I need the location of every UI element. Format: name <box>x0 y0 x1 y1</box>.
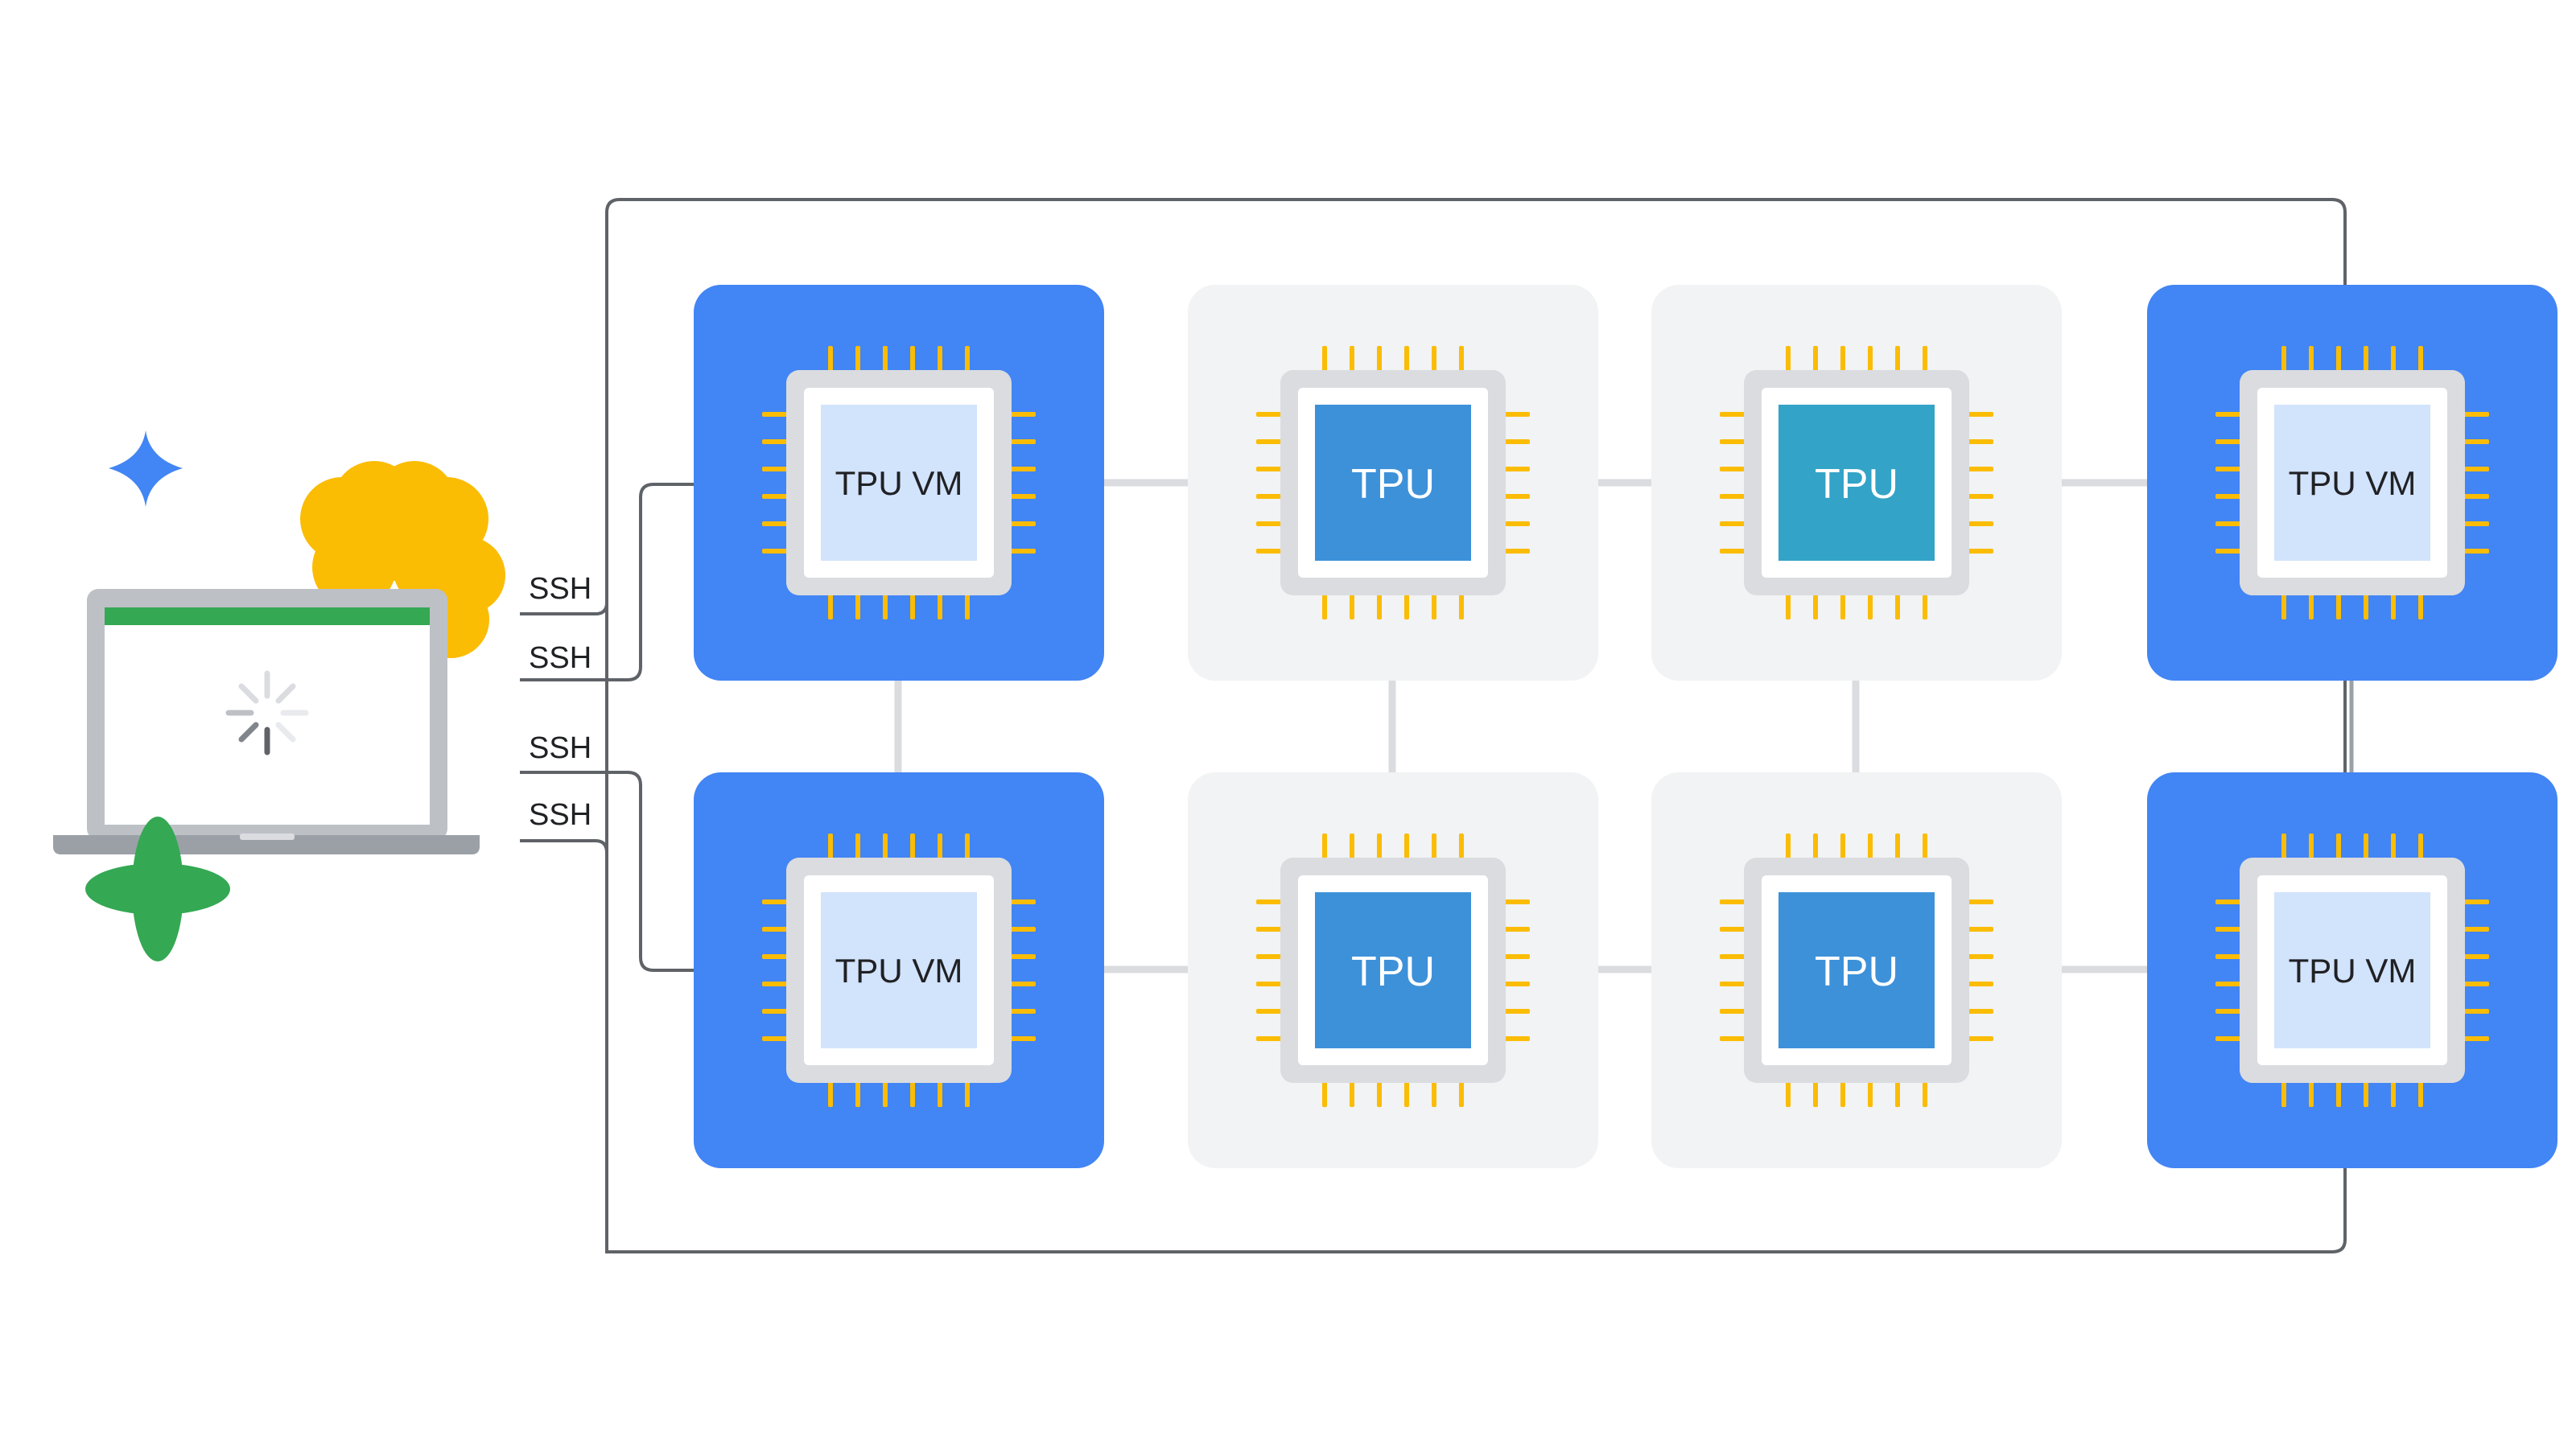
tpu-label: TPU <box>1815 949 1898 995</box>
chip-core <box>821 405 977 561</box>
chip-icon: TPU <box>1256 346 1530 619</box>
ssh-label-3: SSH <box>529 731 591 765</box>
tpu-host-2: TPU <box>1188 285 1598 681</box>
chip-core <box>1315 405 1471 561</box>
tpu-vm-label: TPU VM <box>835 952 963 990</box>
tpu-label: TPU <box>1351 949 1435 995</box>
clover-icon <box>85 817 230 961</box>
ssh-line-4 <box>520 839 608 893</box>
tpu-host-6: TPU <box>1188 772 1598 1168</box>
tpu-host-3: TPU <box>1651 285 2062 681</box>
chip-icon: TPU VM <box>2215 346 2489 619</box>
ssh-label-4: SSH <box>529 798 591 832</box>
tpu-host-grid: TPU VM TPU TPU TPU VM TPU VM TPU TPU TPU VM <box>694 285 2557 1168</box>
laptop-icon <box>53 589 480 854</box>
network-frame <box>605 198 2347 1253</box>
tpu-vm-label: TPU VM <box>835 464 963 502</box>
chip-core <box>2274 405 2430 561</box>
chip-icon: TPU <box>1720 346 1993 619</box>
tpu-label: TPU <box>1815 461 1898 508</box>
ssh-line-2 <box>520 483 694 681</box>
ssh-label-1: SSH <box>529 572 591 606</box>
chip-icon: TPU VM <box>2215 834 2489 1107</box>
tpu-vm-label: TPU VM <box>2289 952 2417 990</box>
tpu-vm-label: TPU VM <box>2289 464 2417 502</box>
tpu-label: TPU <box>1351 461 1435 508</box>
chip-icon: TPU VM <box>762 346 1036 619</box>
tpu-vm-host-4: TPU VM <box>2147 285 2557 681</box>
chip-core <box>1315 892 1471 1048</box>
loading-spinner-icon <box>225 670 309 755</box>
laptop-window-bar <box>105 607 430 625</box>
tpu-vm-host-5: TPU VM <box>694 772 1104 1168</box>
ssh-label-2: SSH <box>529 641 591 675</box>
tpu-host-7: TPU <box>1651 772 2062 1168</box>
chip-core <box>2274 892 2430 1048</box>
chip-icon: TPU <box>1720 834 1993 1107</box>
chip-core <box>821 892 977 1048</box>
chip-icon: TPU <box>1256 834 1530 1107</box>
ssh-line-3 <box>520 771 694 972</box>
ssh-line-1 <box>520 563 608 615</box>
interconnect-links <box>894 479 2147 973</box>
chip-core <box>1778 405 1935 561</box>
chip-icon: TPU VM <box>762 834 1036 1107</box>
tpu-vm-host-1: TPU VM <box>694 285 1104 681</box>
sparkle-icon <box>109 430 183 507</box>
tpu-vm-host-8: TPU VM <box>2147 772 2557 1168</box>
chip-core <box>1778 892 1935 1048</box>
ssh-connectors <box>520 483 694 972</box>
